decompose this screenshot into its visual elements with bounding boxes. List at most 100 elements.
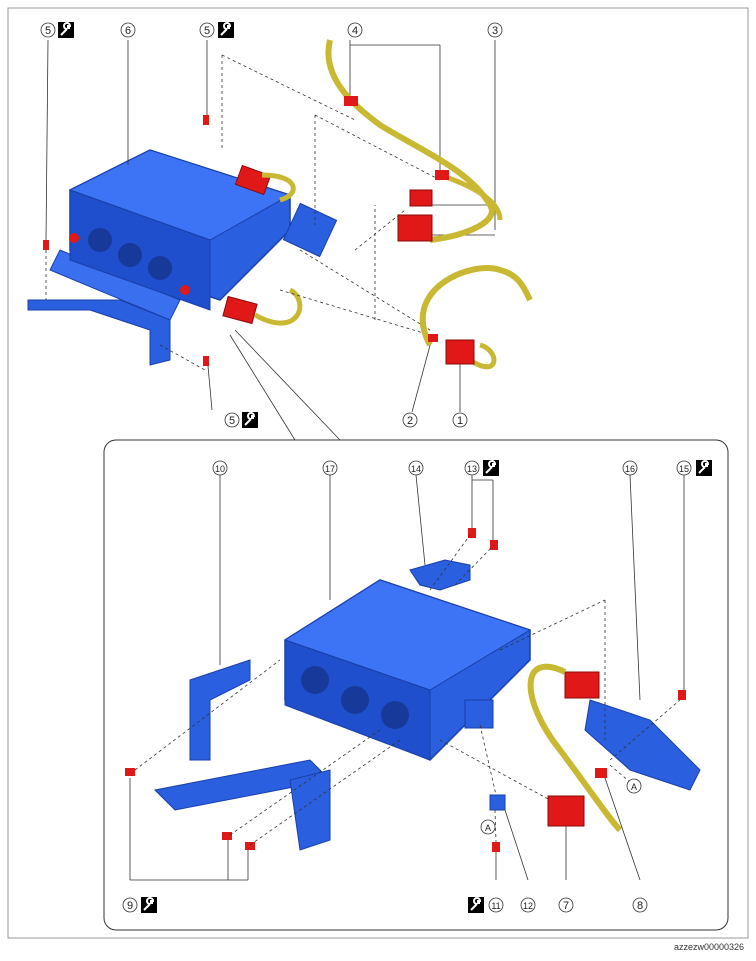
detail-dashed-guides [134, 534, 681, 846]
upper-bolt-left [43, 240, 49, 250]
svg-text:1: 1 [457, 415, 463, 427]
torque-wrench-icon [482, 459, 500, 477]
upper-port-3 [148, 256, 172, 280]
detail-bolt-13a [468, 528, 476, 538]
zoom-line-right [234, 329, 341, 441]
callout-13: 13 [464, 460, 480, 476]
upper-harness-loop-1 [261, 172, 296, 203]
svg-text:2: 2 [407, 415, 413, 427]
callout-5b: 5 [199, 22, 215, 38]
callout-10: 10 [212, 460, 228, 476]
svg-text:A: A [631, 782, 637, 792]
callout-17: 17 [322, 460, 338, 476]
detail-panel [103, 439, 729, 931]
detail-leaders [129, 474, 685, 881]
harness-clip-4a [344, 96, 358, 106]
svg-text:6: 6 [125, 25, 131, 37]
torque-wrench-icon [217, 21, 235, 39]
detail-bracket-14 [409, 559, 471, 591]
torque-wrench-icon [241, 411, 259, 429]
detail-bracket-12 [489, 794, 506, 811]
detail-port-1 [301, 666, 329, 694]
harness-connector-3b [397, 214, 433, 242]
detail-connector-16 [584, 699, 701, 791]
callout-9: 9 [122, 897, 138, 913]
detail-bolt-11 [492, 842, 500, 852]
detail-bolt-9b [222, 832, 232, 840]
callout-14: 14 [408, 460, 424, 476]
svg-text:10: 10 [215, 464, 225, 474]
svg-text:13: 13 [467, 464, 477, 474]
callout-12: 12 [520, 897, 536, 913]
leader-5c [207, 365, 213, 411]
svg-text:8: 8 [637, 900, 643, 912]
point-label-a-1: A [480, 819, 496, 835]
upper-bolt-bottom [203, 356, 209, 366]
detail-bracket-10-leg [289, 769, 331, 851]
callout-15: 15 [676, 460, 692, 476]
callout-4: 4 [347, 22, 363, 38]
detail-clip-8 [595, 768, 607, 778]
svg-text:5: 5 [45, 25, 51, 37]
leader-2 [411, 337, 433, 413]
detail-port-3 [381, 701, 409, 729]
detail-bolt-9c [245, 842, 255, 850]
svg-text:15: 15 [679, 464, 689, 474]
callout-11: 11 [488, 897, 504, 913]
upper-bolt-top [203, 115, 209, 125]
detail-harness [527, 663, 623, 833]
harness-clip-4b [435, 170, 449, 180]
upper-harness-loop-2 [253, 287, 303, 326]
torque-wrench-icon [140, 896, 158, 914]
callout-8: 8 [632, 897, 648, 913]
harness-clip-2 [428, 334, 438, 342]
svg-text:4: 4 [352, 25, 358, 37]
harness-lower-loop [468, 342, 497, 370]
point-label-a-2: A [626, 778, 642, 794]
harness-connector-1 [445, 339, 475, 365]
harness-lower-main [419, 265, 533, 347]
callout-2: 2 [402, 412, 418, 428]
upper-dashed-guides [45, 54, 441, 371]
detail-bolt-15 [678, 690, 686, 700]
callout-5a: 5 [40, 22, 56, 38]
upper-assembly [27, 39, 533, 413]
upper-red-cap-2 [180, 285, 190, 295]
callout-7: 7 [558, 897, 574, 913]
detail-connector-16-red [564, 671, 600, 699]
svg-text:9: 9 [127, 900, 133, 912]
svg-text:A: A [485, 823, 491, 833]
upper-red-cap-1 [69, 233, 79, 243]
detail-module-connector [464, 699, 494, 729]
upper-side-connector [282, 202, 338, 258]
svg-text:12: 12 [523, 901, 533, 911]
svg-text:11: 11 [491, 901, 500, 911]
torque-wrench-icon [467, 896, 485, 914]
callout-3: 3 [487, 22, 503, 38]
svg-text:5: 5 [204, 25, 210, 37]
callout-6: 6 [120, 22, 136, 38]
callout-16: 16 [622, 460, 638, 476]
upper-connector-bottom [222, 295, 258, 325]
outer-frame [7, 7, 749, 939]
torque-wrench-icon [57, 21, 75, 39]
detail-port-2 [341, 686, 369, 714]
detail-bolt-9a [125, 768, 135, 776]
upper-bracket [27, 299, 171, 366]
detail-bracket-10 [189, 659, 251, 761]
svg-text:14: 14 [411, 464, 421, 474]
callout-5c: 5 [224, 412, 240, 428]
svg-text:17: 17 [325, 464, 335, 474]
upper-connector-top [234, 164, 272, 196]
reference-id: azzezw00000326 [673, 942, 744, 952]
leader-5a [45, 39, 49, 241]
callout-1: 1 [452, 412, 468, 428]
detail-assembly [125, 474, 701, 881]
svg-text:3: 3 [492, 25, 498, 37]
zoom-line-left [229, 334, 296, 441]
harness-upper-main [325, 39, 495, 243]
upper-port-2 [118, 243, 142, 267]
upper-port-1 [88, 228, 112, 252]
